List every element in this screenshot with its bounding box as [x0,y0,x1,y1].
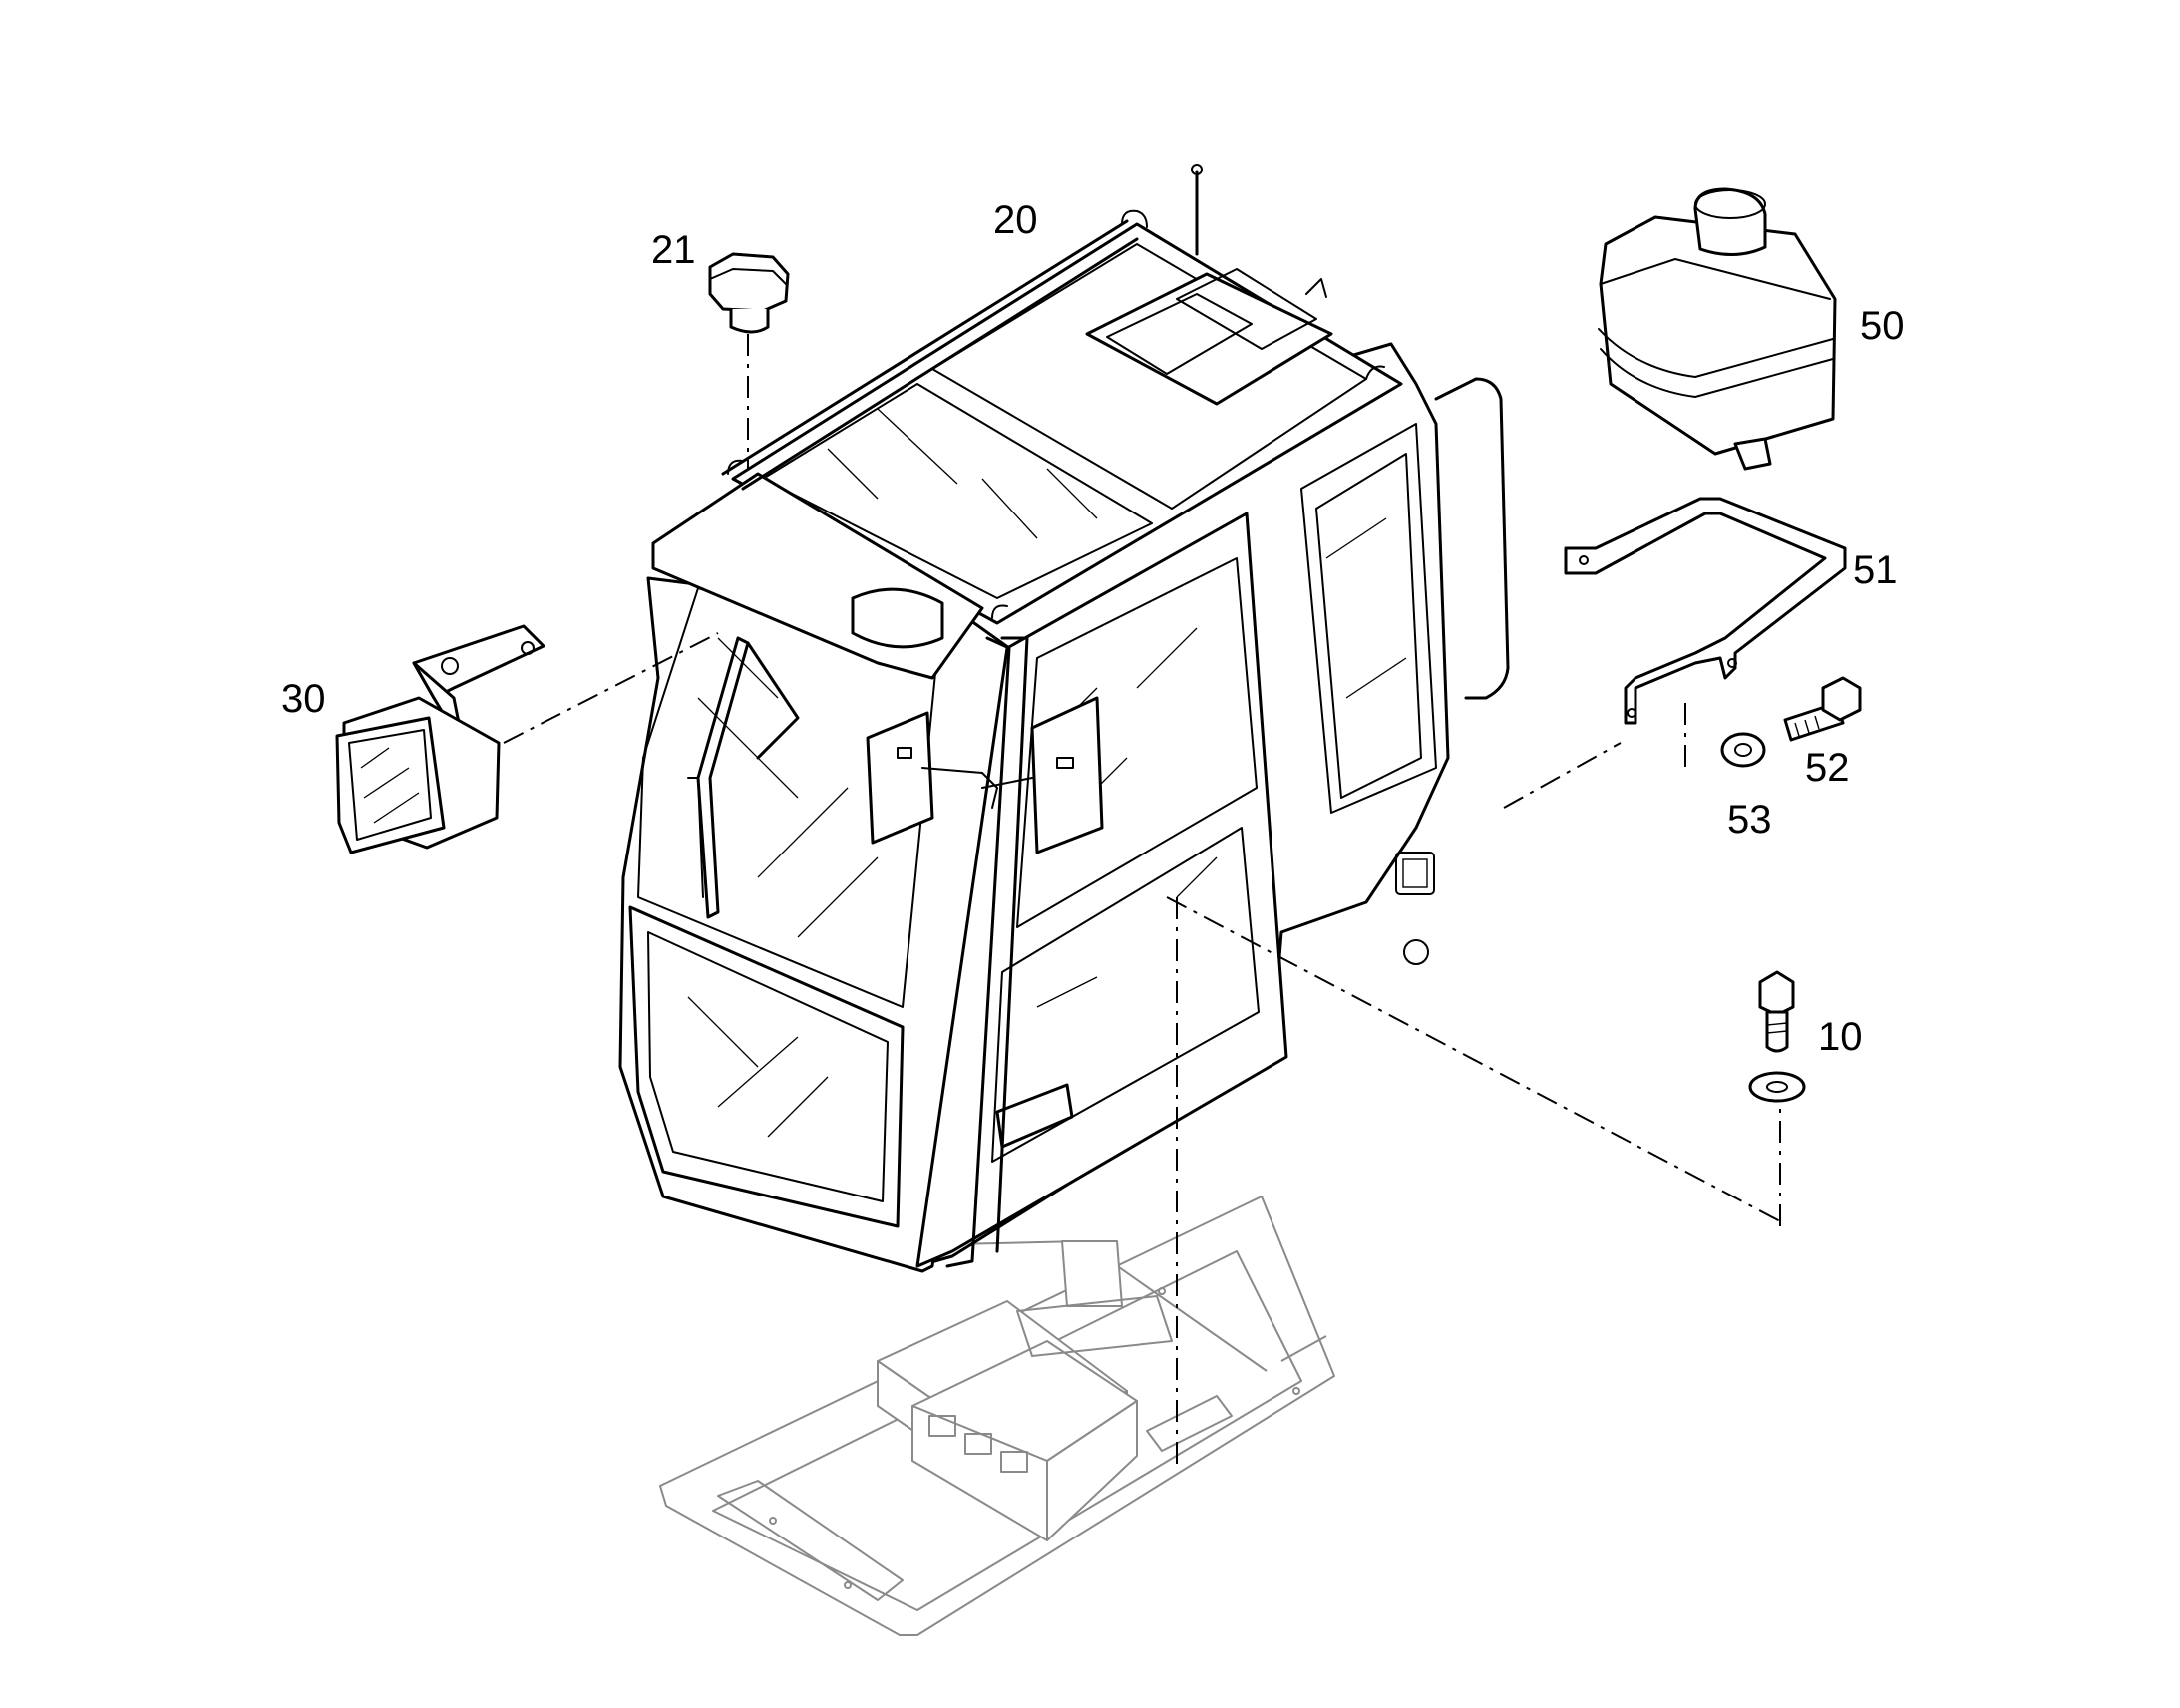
part-30-work-light [335,624,545,854]
callout-21: 21 [651,228,696,272]
cab-assembly [618,164,1510,1273]
part-51-bracket [1564,497,1847,725]
callout-10: 10 [1818,1015,1863,1059]
part-21-plug [708,252,790,334]
part-53-washer [1720,732,1766,768]
callout-50: 50 [1860,304,1905,348]
callout-30: 30 [281,677,326,721]
callout-20: 20 [993,198,1038,242]
callout-53: 53 [1727,798,1772,842]
part-50-reservoir-tank [1598,187,1837,471]
leader-lines [503,334,1781,1466]
part-52-bolt [1783,676,1862,742]
callout-labels: 20 21 30 50 51 52 53 10 [281,198,1905,1059]
callout-51: 51 [1853,548,1898,592]
callout-52: 52 [1805,746,1850,790]
floor-plate [659,1196,1335,1636]
part-10-bolt-washer [1748,970,1806,1103]
